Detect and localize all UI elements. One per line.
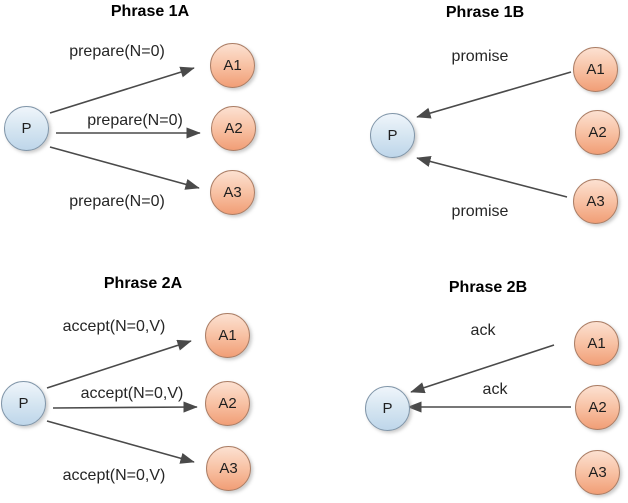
node-proposer-p-2b: P <box>365 386 410 431</box>
message-label-prepare-3: prepare(N=0) <box>69 193 165 210</box>
arrow-p-to-a3 <box>49 146 200 190</box>
panel-title-1b: Phrase 1B <box>445 4 525 21</box>
panel-phrase-2a: Phrase 2A accept(N=0,V) accept(N=0,V) ac… <box>0 250 314 503</box>
arrow-a1-to-p <box>416 71 572 119</box>
panel-title-1a: Phrase 1A <box>110 3 190 20</box>
message-label-prepare-1: prepare(N=0) <box>69 43 165 60</box>
message-label-accept-2: accept(N=0,V) <box>80 385 184 402</box>
arrow-p-to-a1 <box>46 339 192 389</box>
node-acceptor-a1-1a: A1 <box>210 43 255 88</box>
node-acceptor-a2-1a: A2 <box>211 106 256 151</box>
node-acceptor-a2-2a: A2 <box>205 381 250 426</box>
arrows-layer-2a <box>46 339 198 464</box>
node-acceptor-a1-1b: A1 <box>573 47 618 92</box>
panel-phrase-1a: Phrase 1A prepare(N=0) prepare(N=0) prep… <box>0 0 314 250</box>
node-proposer-p-1a: P <box>4 106 49 151</box>
arrow-a1-to-p <box>410 344 555 394</box>
panel-title-2a: Phrase 2A <box>103 275 183 292</box>
arrows-layer-2b <box>407 344 571 413</box>
node-acceptor-a2-2b: A2 <box>575 385 620 430</box>
message-label-accept-1: accept(N=0,V) <box>62 318 166 335</box>
node-proposer-p-1b: P <box>370 113 415 158</box>
node-acceptor-a1-2a: A1 <box>205 313 250 358</box>
node-acceptor-a3-2b: A3 <box>575 450 620 495</box>
message-label-accept-3: accept(N=0,V) <box>62 467 166 484</box>
node-proposer-p-2a: P <box>1 381 46 426</box>
message-label-promise-1: promise <box>451 48 509 65</box>
panel-title-2b: Phrase 2B <box>448 279 528 296</box>
arrow-p-to-a1 <box>49 66 195 114</box>
node-acceptor-a2-1b: A2 <box>575 110 620 155</box>
node-acceptor-a1-2b: A1 <box>574 321 619 366</box>
arrow-a3-to-p <box>416 156 568 198</box>
arrow-p-to-a2 <box>52 401 198 413</box>
panel-phrase-1b: Phrase 1B promise promise P A1 A2 A3 <box>314 0 628 250</box>
message-label-promise-2: promise <box>451 203 509 220</box>
arrow-p-to-a3 <box>46 420 195 464</box>
node-acceptor-a3-2a: A3 <box>206 446 251 491</box>
node-acceptor-a3-1a: A3 <box>210 170 255 215</box>
message-label-ack-2: ack <box>482 381 508 398</box>
message-label-ack-1: ack <box>470 322 496 339</box>
panel-phrase-2b: Phrase 2B ack ack P A1 A2 A3 <box>314 250 628 503</box>
node-acceptor-a3-1b: A3 <box>573 179 618 224</box>
arrows-layer-1a <box>49 66 201 190</box>
message-label-prepare-2: prepare(N=0) <box>87 112 183 129</box>
arrows-layer-1b <box>416 71 572 198</box>
